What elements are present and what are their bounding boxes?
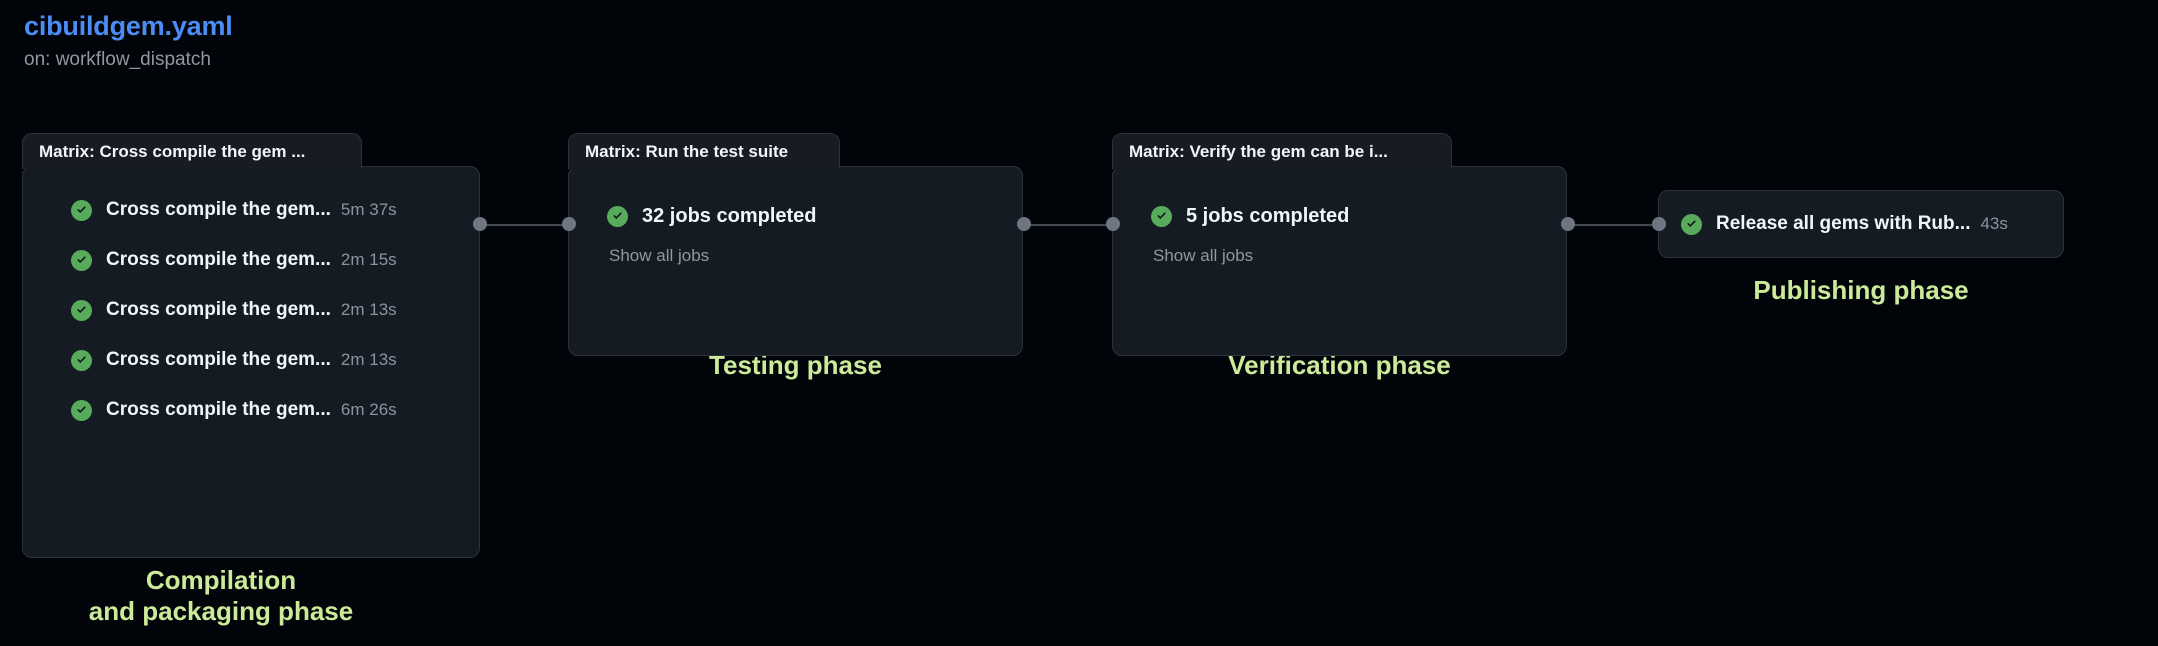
job-duration: 2m 13s	[340, 350, 397, 369]
annotation-publishing-phase: Publishing phase	[1753, 275, 1969, 305]
job-duration: 5m 37s	[340, 200, 397, 219]
node-release-gems[interactable]: Release all gems with Rub... 43s	[1658, 190, 2064, 258]
job-name: Cross compile the gem...	[106, 349, 331, 370]
matrix-tab-label: Matrix: Run the test suite	[585, 141, 789, 161]
job-name: Cross compile the gem...	[106, 299, 331, 320]
matrix-tab-label: Matrix: Cross compile the gem ...	[39, 141, 306, 161]
success-check-icon	[71, 199, 92, 221]
annotation-compilation-phase: Compilation and packaging phase	[88, 565, 354, 626]
summary-line: 32 jobs completed	[607, 205, 1022, 228]
node-compile-matrix[interactable]: Matrix: Cross compile the gem ... Cross …	[22, 133, 480, 558]
connector-dot-verify-out	[1561, 217, 1575, 231]
success-check-icon	[71, 249, 92, 271]
job-row[interactable]: Cross compile the gem... 2m 13s	[23, 335, 479, 385]
summary-verify: 5 jobs completed Show all jobs	[1113, 167, 1566, 266]
success-check-icon	[1151, 206, 1172, 227]
show-all-jobs-link[interactable]: Show all jobs	[609, 246, 710, 265]
node-verify-matrix[interactable]: Matrix: Verify the gem can be i... 5 job…	[1112, 133, 1567, 356]
connector-dot-test-in	[562, 217, 576, 231]
node-test-matrix[interactable]: Matrix: Run the test suite 32 jobs compl…	[568, 133, 1023, 356]
success-check-icon	[1681, 213, 1702, 235]
success-check-icon	[71, 299, 92, 321]
release-job-duration: 43s	[1980, 214, 2008, 233]
job-row[interactable]: Cross compile the gem... 2m 15s	[23, 235, 479, 285]
job-duration: 6m 26s	[340, 400, 397, 419]
workflow-trigger-text: on: workflow_dispatch	[24, 49, 211, 71]
jobs-completed-text: 5 jobs completed	[1186, 205, 1350, 227]
connector-dot-test-out	[1017, 217, 1031, 231]
matrix-tab-label: Matrix: Verify the gem can be i...	[1129, 141, 1388, 161]
matrix-tab-verify[interactable]: Matrix: Verify the gem can be i...	[1112, 133, 1452, 169]
job-duration: 2m 13s	[340, 300, 397, 319]
job-row[interactable]: Cross compile the gem... 6m 26s	[23, 385, 479, 435]
job-list-compile: Cross compile the gem... 5m 37s Cross co…	[23, 167, 479, 435]
matrix-tab-test[interactable]: Matrix: Run the test suite	[568, 133, 840, 169]
job-duration: 2m 15s	[340, 250, 397, 269]
job-name: Cross compile the gem...	[106, 249, 331, 270]
connector-dot-release-in	[1652, 217, 1666, 231]
connector-dot-verify-in	[1106, 217, 1120, 231]
release-job-label: Release all gems with Rub...	[1716, 213, 1971, 234]
job-row[interactable]: Cross compile the gem... 5m 37s	[23, 185, 479, 235]
success-check-icon	[71, 399, 92, 421]
matrix-body-verify: 5 jobs completed Show all jobs	[1112, 166, 1567, 356]
matrix-tab-compile[interactable]: Matrix: Cross compile the gem ...	[22, 133, 362, 169]
connector-line-compile-test	[478, 224, 576, 226]
workflow-header: cibuildgem.yaml on: workflow_dispatch	[24, 10, 233, 72]
workflow-file-title[interactable]: cibuildgem.yaml	[24, 11, 233, 41]
matrix-body-compile: Cross compile the gem... 5m 37s Cross co…	[22, 166, 480, 558]
job-row[interactable]: Cross compile the gem... 2m 13s	[23, 285, 479, 335]
job-name: Cross compile the gem...	[106, 399, 331, 420]
summary-test: 32 jobs completed Show all jobs	[569, 167, 1022, 266]
success-check-icon	[607, 206, 628, 227]
matrix-body-test: 32 jobs completed Show all jobs	[568, 166, 1023, 356]
job-name: Cross compile the gem...	[106, 199, 331, 220]
connector-line-test-verify	[1022, 224, 1120, 226]
jobs-completed-text: 32 jobs completed	[642, 205, 817, 227]
show-all-jobs-link[interactable]: Show all jobs	[1153, 246, 1254, 265]
success-check-icon	[71, 349, 92, 371]
connector-line-verify-release	[1566, 224, 1664, 226]
connector-dot-compile-out	[473, 217, 487, 231]
summary-line: 5 jobs completed	[1151, 205, 1566, 228]
